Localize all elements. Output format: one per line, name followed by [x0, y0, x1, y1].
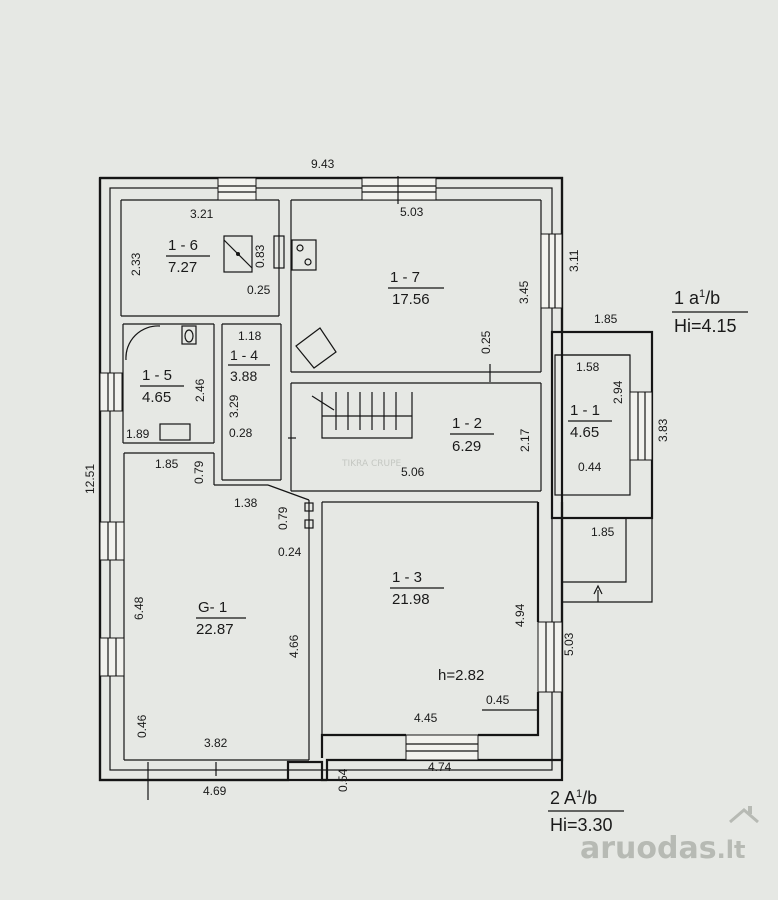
dim-0-83: 0.83	[253, 244, 267, 268]
dim-1-85-a: 1.85	[594, 312, 618, 326]
dim-3-29: 3.29	[227, 394, 241, 418]
dim-3-83: 3.83	[656, 418, 670, 442]
room-area: 4.65	[570, 424, 599, 441]
bath-corner-icon	[125, 325, 161, 361]
room-1-7: 1 - 7 17.56	[388, 269, 444, 308]
watermark: aruodas.lt	[580, 806, 759, 866]
dim-0-44: 0.44	[578, 460, 602, 474]
windows	[99, 177, 653, 761]
room-area: 6.29	[452, 438, 481, 455]
north-arrow-icon	[593, 584, 603, 602]
level-stamp-a: 1 a1/b Hi=4.15	[672, 288, 748, 336]
vent-icon	[304, 502, 314, 529]
faint-stamp-text: TIKRA CRUPE	[341, 459, 402, 469]
dim-0-28: 0.28	[229, 426, 253, 440]
dim-4-45: 4.45	[414, 711, 438, 725]
room-1-5: 1 - 5 4.65	[140, 367, 184, 406]
room-id: G- 1	[198, 599, 227, 616]
dim-0-45: 0.45	[486, 693, 510, 707]
dimension-markers	[147, 176, 538, 800]
dim-2-46: 2.46	[193, 378, 207, 402]
dim-0-54: 0.54	[336, 768, 350, 792]
room-id: 1 - 7	[390, 269, 420, 286]
room-id: 1 - 4	[230, 347, 258, 363]
svg-text:aruodas.lt: aruodas.lt	[580, 831, 745, 866]
dim-5-06: 5.06	[401, 465, 425, 479]
dim-room-1-7-width: 5.03	[400, 205, 424, 219]
stamp-b-line2: Hi=3.30	[550, 815, 613, 835]
house-logo-icon	[729, 806, 759, 824]
stamp-a-line2: Hi=4.15	[674, 316, 737, 336]
sink-icon	[159, 423, 191, 441]
room-area: 7.27	[168, 259, 197, 276]
stove-icon	[273, 235, 317, 271]
room-area: 3.88	[230, 368, 257, 384]
level-stamp-b: 2 A1/b Hi=3.30	[548, 788, 624, 835]
room-g-1: G- 1 22.87	[196, 599, 246, 638]
room-id: 1 - 1	[570, 402, 600, 419]
room-id: 1 - 2	[452, 415, 482, 432]
stamp-a-line1: 1 a1/b	[674, 288, 720, 308]
dimensions: 9.43 12.51 3.21 2.33 0.83 0.25 5.03 3.11…	[83, 157, 670, 798]
room-area: 22.87	[196, 621, 234, 638]
dim-left-total: 12.51	[83, 464, 97, 494]
electrical-panel-icon	[223, 235, 253, 273]
dim-0-79-a: 0.79	[192, 460, 206, 484]
room-1-1: 1 - 1 4.65	[568, 402, 612, 441]
dim-1-58: 1.58	[576, 360, 600, 374]
dim-4-66: 4.66	[287, 634, 301, 658]
dim-3-11: 3.11	[567, 249, 581, 272]
room-1-4: 1 - 4 3.88	[228, 347, 270, 384]
dim-4-69: 4.69	[203, 784, 227, 798]
dim-3-82: 3.82	[204, 736, 228, 750]
dim-4-74: 4.74	[428, 760, 452, 774]
room-area: 4.65	[142, 389, 171, 406]
staircase-icon	[311, 392, 413, 439]
room-1-2: 1 - 2 6.29	[450, 415, 494, 455]
stamp-b-line1: 2 A1/b	[550, 788, 597, 808]
room-id: 1 - 6	[168, 237, 198, 254]
dim-0-25-b: 0.25	[479, 330, 493, 354]
dim-4-94: 4.94	[513, 603, 527, 627]
dim-top-total: 9.43	[311, 157, 335, 171]
room-id: 1 - 5	[142, 367, 172, 384]
watermark-text: aruodas	[580, 831, 717, 866]
room-area: 17.56	[392, 291, 430, 308]
room-1-6: 1 - 6 7.27	[166, 237, 210, 276]
toilet-icon	[181, 325, 197, 345]
dim-0-24: 0.24	[278, 545, 302, 559]
dim-2-94: 2.94	[611, 380, 625, 404]
dim-0-46: 0.46	[135, 714, 149, 738]
dim-1-89: 1.89	[126, 427, 150, 441]
room-area: 21.98	[392, 591, 430, 608]
dim-0-79-b: 0.79	[276, 506, 290, 530]
ceiling-height-label: h=2.82	[438, 667, 484, 684]
dim-room-1-6-height: 2.33	[129, 252, 143, 276]
dim-2-17: 2.17	[518, 428, 532, 452]
dim-1-38: 1.38	[234, 496, 258, 510]
dim-1-18: 1.18	[238, 329, 262, 343]
dim-room-1-6-width: 3.21	[190, 207, 214, 221]
room-id: 1 - 3	[392, 569, 422, 586]
dim-6-48: 6.48	[132, 596, 146, 620]
dim-5-03-b: 5.03	[562, 632, 576, 656]
dim-0-25-a: 0.25	[247, 283, 271, 297]
room-1-3: 1 - 3 21.98	[390, 569, 444, 608]
dim-1-85-b: 1.85	[591, 525, 615, 539]
dim-room-1-7-height: 3.45	[517, 280, 531, 304]
kitchen-table-icon	[295, 327, 337, 369]
room-labels: 1 - 6 7.27 1 - 7 17.56 1 - 5 4.65 1 - 4 …	[140, 237, 612, 684]
dim-1-85-c: 1.85	[155, 457, 179, 471]
watermark-tld: .lt	[717, 836, 746, 864]
